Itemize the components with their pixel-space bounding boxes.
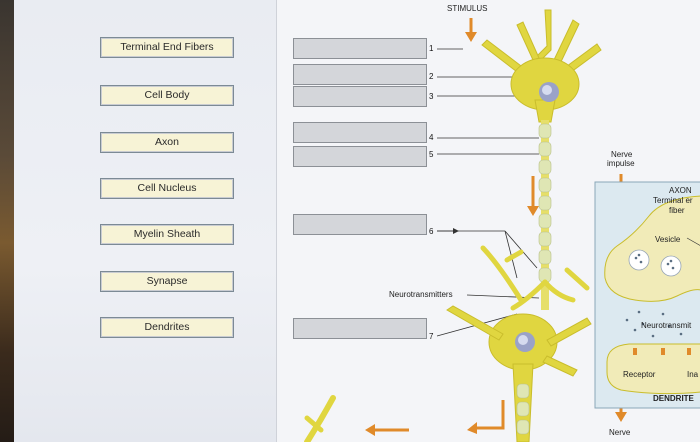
inset-ina-label: Ina [687, 370, 699, 379]
inset-axon-label: AXON [669, 186, 692, 195]
inset-neurotransmitter-label: Neurotransmit [641, 321, 692, 330]
term-dendrites[interactable]: Dendrites [100, 317, 234, 338]
screen-bezel [0, 0, 14, 442]
nerve-impulse-label-2: impulse [607, 159, 635, 168]
stimulus-label: STIMULUS [447, 4, 488, 13]
answer-slot-1[interactable] [293, 38, 427, 59]
term-synapse[interactable]: Synapse [100, 271, 234, 292]
answer-slot-6[interactable] [293, 214, 427, 235]
inset-dendrite-label: DENDRITE [653, 394, 694, 403]
inset-receptor-label: Receptor [623, 370, 656, 379]
inset-nerve-label: Nerve [609, 428, 631, 437]
term-terminal-end-fibers[interactable]: Terminal End Fibers [100, 37, 234, 58]
slot-number: 3 [429, 92, 434, 101]
slot-number: 2 [429, 72, 434, 81]
answer-slot-7[interactable] [293, 318, 427, 339]
term-bank: Terminal End Fibers Cell Body Axon Cell … [14, 0, 276, 442]
slot-number: 7 [429, 332, 434, 341]
neuron-illustration [304, 9, 700, 442]
inset-vesicle-label: Vesicle [655, 235, 681, 244]
answer-slot-3[interactable] [293, 86, 427, 107]
neuron-diagram: 1 2 3 4 5 6 7 STIMULUS Neurotransmitters… [276, 0, 700, 442]
term-myelin-sheath[interactable]: Myelin Sheath [100, 224, 234, 245]
term-cell-body[interactable]: Cell Body [100, 85, 234, 106]
answer-slot-2[interactable] [293, 64, 427, 85]
neurotransmitters-label: Neurotransmitters [389, 290, 453, 299]
answer-slot-5[interactable] [293, 146, 427, 167]
slot-number: 4 [429, 133, 434, 142]
slot-number: 5 [429, 150, 434, 159]
nerve-impulse-label: Nerve [611, 150, 633, 159]
inset-fiber-label: fiber [669, 206, 685, 215]
slot-number: 1 [429, 44, 434, 53]
inset-terminal-label: Terminal er [653, 196, 693, 205]
term-axon[interactable]: Axon [100, 132, 234, 153]
term-cell-nucleus[interactable]: Cell Nucleus [100, 178, 234, 199]
answer-slot-4[interactable] [293, 122, 427, 143]
slot-number: 6 [429, 227, 434, 236]
